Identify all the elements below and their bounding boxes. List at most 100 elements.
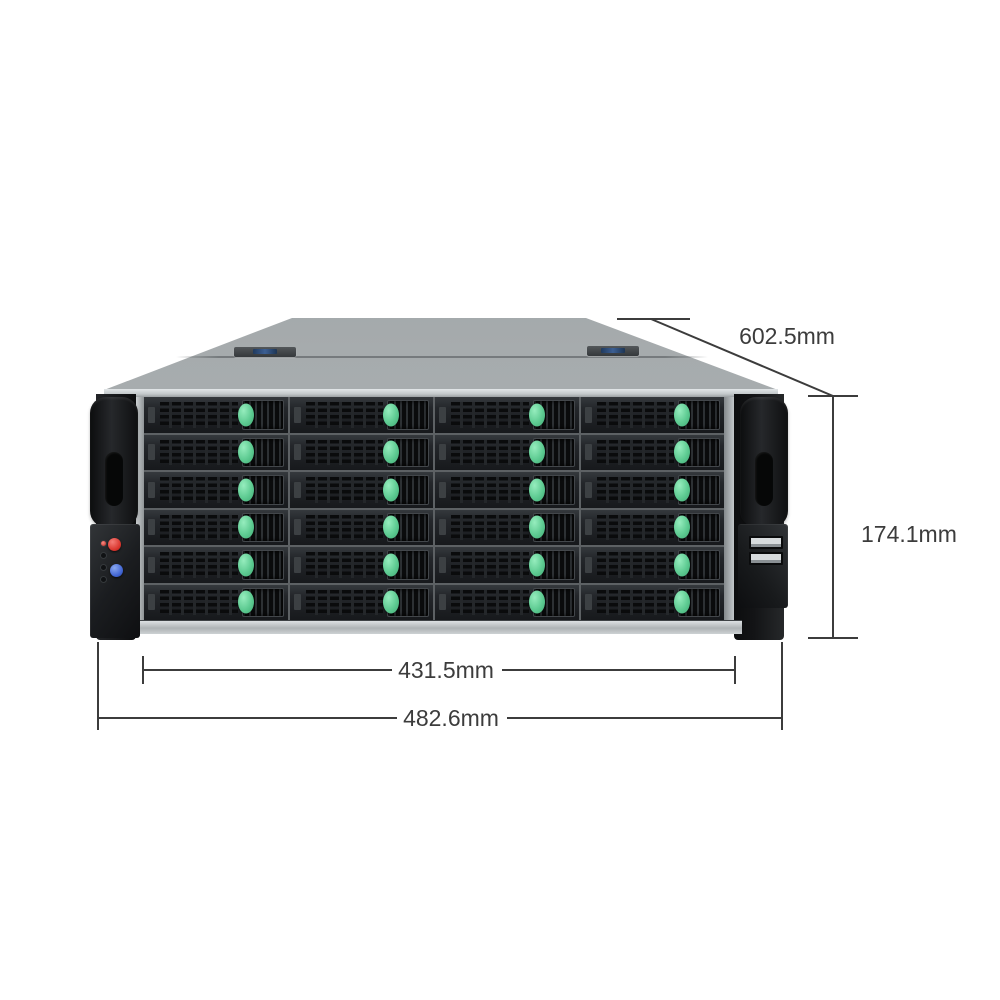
tray-latch-button (674, 403, 690, 427)
tray-notch (148, 594, 155, 611)
drive-tray (289, 547, 433, 583)
drive-tray (289, 397, 433, 433)
tray-vent-grille (160, 402, 238, 428)
tray-latch-button (528, 478, 545, 502)
tray-latch-button (383, 515, 399, 539)
latch-insert (601, 348, 625, 353)
tray-latch-button (674, 553, 690, 577)
front-io-panel (738, 524, 788, 608)
tray-vent-grille (596, 589, 674, 615)
tray-latch-button (383, 478, 399, 502)
status-led (100, 552, 107, 559)
tray-latch-button (383, 403, 399, 427)
tray-vent-grille (596, 439, 674, 465)
tray-notch (439, 481, 446, 498)
top-cover-latch-left (234, 347, 296, 357)
handle-grip-slot (105, 451, 123, 507)
tray-notch (293, 556, 301, 573)
drive-tray (144, 584, 288, 620)
tray-vent-grille (596, 514, 674, 540)
drive-tray (144, 434, 288, 470)
tray-latch-button (528, 553, 545, 577)
tray-notch (439, 594, 446, 611)
tray-vent-grille (451, 477, 529, 503)
tray-latch-button (383, 553, 399, 577)
power-button-blue (110, 564, 123, 577)
tray-vent-grille (160, 514, 238, 540)
drive-tray (580, 397, 724, 433)
tray-latch-button (237, 440, 254, 464)
dimension-label-height: 174.1mm (861, 521, 957, 547)
tray-latch-button (674, 440, 690, 464)
tray-notch (293, 444, 301, 461)
tray-notch (584, 481, 592, 498)
drive-tray (289, 509, 433, 545)
tray-vent-grille (160, 477, 238, 503)
tray-notch (148, 406, 155, 423)
tray-vent-grille (596, 552, 674, 578)
drive-tray (144, 509, 288, 545)
drive-tray (289, 472, 433, 508)
tray-notch (293, 594, 301, 611)
tray-latch-button (237, 515, 254, 539)
tray-vent-grille (305, 402, 383, 428)
drive-tray (435, 434, 579, 470)
tray-notch (439, 444, 446, 461)
top-cover-latch-right (587, 346, 639, 356)
tray-latch-button (237, 403, 254, 427)
status-led (100, 564, 107, 571)
status-led (100, 540, 107, 547)
usb-port (749, 536, 783, 549)
dimension-label-outer-width: 482.6mm (403, 705, 499, 731)
latch-insert (253, 349, 277, 354)
drive-tray (144, 547, 288, 583)
tray-notch (148, 556, 155, 573)
top-cover-seam (176, 356, 708, 358)
tray-vent-grille (596, 402, 674, 428)
front-handle-left (90, 397, 138, 527)
front-handle-right (740, 397, 788, 527)
tray-latch-button (237, 590, 254, 614)
tray-notch (148, 481, 155, 498)
front-control-panel (90, 524, 140, 638)
tray-latch-button (237, 478, 254, 502)
status-led (100, 576, 107, 583)
tray-latch-button (383, 440, 399, 464)
front-top-edge (104, 389, 778, 398)
tray-notch (584, 556, 592, 573)
tray-notch (439, 406, 446, 423)
drive-bay-grid (144, 397, 724, 620)
tray-latch-button (237, 553, 254, 577)
tray-vent-grille (305, 589, 383, 615)
tray-latch-button (528, 590, 545, 614)
tray-vent-grille (451, 402, 529, 428)
dimension-label-inner-width: 431.5mm (398, 657, 494, 683)
tray-notch (148, 444, 155, 461)
tray-vent-grille (305, 552, 383, 578)
chassis-side-edge-right (724, 397, 734, 620)
tray-notch (584, 406, 592, 423)
tray-vent-grille (160, 552, 238, 578)
tray-vent-grille (451, 439, 529, 465)
tray-notch (584, 594, 592, 611)
tray-latch-button (674, 478, 690, 502)
drive-tray (435, 584, 579, 620)
drive-tray (435, 509, 579, 545)
drive-tray (144, 472, 288, 508)
tray-latch-button (528, 403, 545, 427)
tray-latch-button (674, 515, 690, 539)
tray-vent-grille (451, 589, 529, 615)
drive-tray (435, 397, 579, 433)
drive-tray (144, 397, 288, 433)
drive-tray (580, 509, 724, 545)
usb-port (749, 552, 783, 565)
chassis-side-edge-left (136, 397, 144, 620)
drive-tray (580, 434, 724, 470)
tray-notch (293, 519, 301, 536)
tray-vent-grille (305, 477, 383, 503)
drive-tray (289, 434, 433, 470)
drive-tray (580, 547, 724, 583)
tray-latch-button (674, 590, 690, 614)
drive-tray (435, 547, 579, 583)
